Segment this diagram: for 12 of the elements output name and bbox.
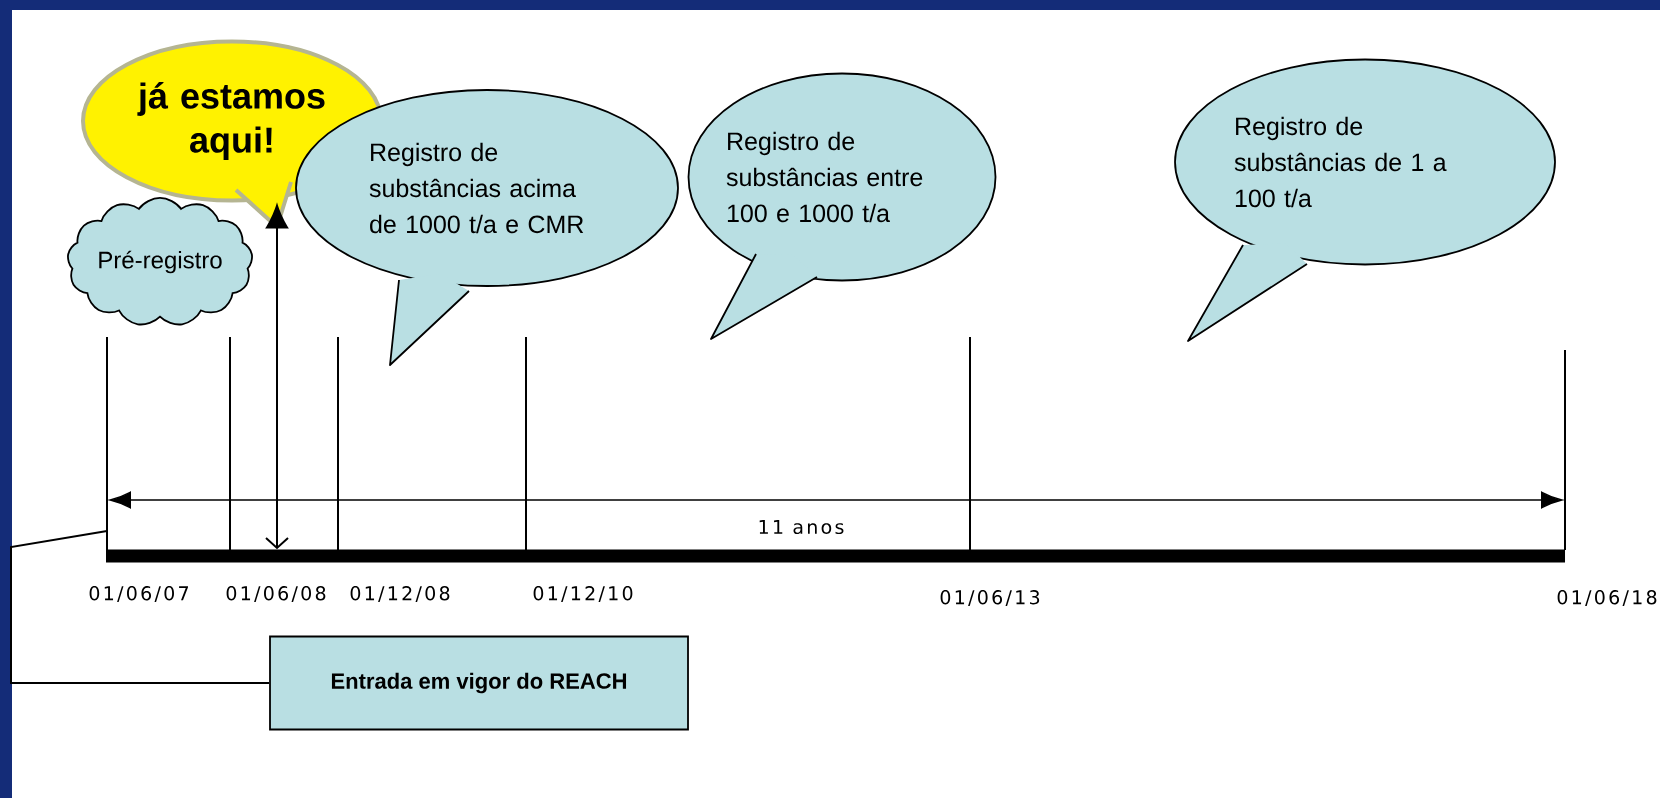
date-label: 01/06/18: [1557, 590, 1657, 606]
arrow: [265, 204, 289, 550]
date-label: 01/06/08: [226, 586, 326, 602]
date-label: 01/06/13: [940, 590, 1040, 606]
date-label: 01/12/10: [533, 586, 633, 602]
speech-bubble: Registro de substâncias entre 100 e 1000 t/a: [687, 72, 997, 340]
date-label: 01/12/08: [350, 586, 450, 602]
leader-line: [10, 530, 271, 684]
date-label: 01/06/07: [89, 586, 188, 602]
speech-bubble: Registro de substâncias de 1 a 100 t/a: [1174, 58, 1556, 342]
timeline-bar: [106, 549, 1565, 563]
text-box: Entrada em vigor do REACH: [269, 635, 689, 731]
